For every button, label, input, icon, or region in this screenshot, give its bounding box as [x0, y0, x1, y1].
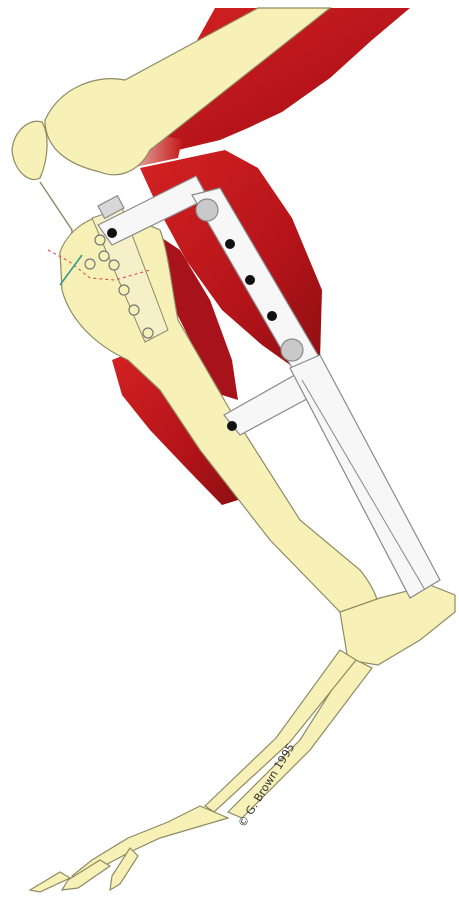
- plate-screw: [99, 251, 109, 261]
- metatarsal-bone-2: [205, 650, 356, 812]
- screw-head: [281, 339, 303, 361]
- plate-screw: [143, 328, 153, 338]
- patella-bone: [12, 121, 47, 179]
- skeleton: [12, 8, 455, 892]
- plate-screw: [95, 235, 105, 245]
- metatarsal-bone-1: [228, 658, 372, 818]
- fixation-pin: [107, 228, 117, 238]
- plate-screw: [109, 260, 119, 270]
- fixation-pin: [245, 275, 255, 285]
- screw-head: [196, 199, 218, 221]
- plate-screw: [129, 305, 139, 315]
- plate-screw: [85, 259, 95, 269]
- fixation-pin: [267, 311, 277, 321]
- fixation-pin: [225, 239, 235, 249]
- fixation-pin: [227, 421, 237, 431]
- plate-screw: [119, 285, 129, 295]
